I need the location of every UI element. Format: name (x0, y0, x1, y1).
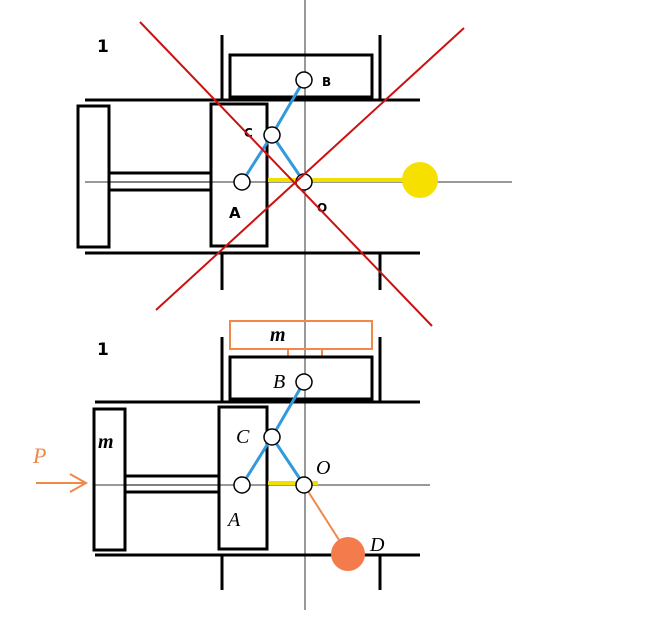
top-yellow-ball (402, 162, 438, 198)
top-link-ca (240, 134, 274, 183)
bottom-figure: 1 m B C O A D m P (32, 320, 430, 590)
top-link-co (270, 134, 306, 183)
bottom-slider-a (217, 405, 269, 551)
force-p-arrowhead (69, 473, 89, 493)
bottom-joint-b (295, 373, 313, 391)
bottom-label-o: O (316, 457, 330, 479)
top-joint-c (263, 126, 281, 144)
bottom-left-plate (92, 407, 127, 552)
top-left-plate (76, 104, 111, 249)
top-figure: 1 B C A O (76, 0, 512, 610)
bottom-joint-a (233, 476, 251, 494)
top-label-c: C (244, 126, 253, 140)
top-label-b: B (322, 75, 331, 89)
top-joint-a (233, 173, 251, 191)
top-mass-box (229, 320, 373, 350)
bottom-label-c: C (236, 426, 250, 448)
bottom-slider-block (228, 355, 374, 401)
bottom-joint-o (295, 476, 313, 494)
top-label-a: A (229, 204, 241, 222)
bottom-link-ca (240, 436, 274, 486)
bottom-figure-number: 1 (97, 340, 109, 360)
top-joint-b (295, 71, 313, 89)
bottom-label-a: A (226, 509, 241, 531)
bottom-label-d: D (369, 534, 385, 556)
bottom-label-p: P (32, 443, 46, 468)
top-figure-number: 1 (97, 37, 109, 57)
top-slider-block (228, 53, 374, 99)
top-link-bc (270, 79, 306, 136)
bottom-label-m-top: m (270, 324, 286, 346)
bottom-label-m-left: m (98, 431, 114, 453)
bottom-link-co (270, 436, 306, 486)
bottom-label-b: B (273, 371, 285, 393)
bottom-joint-c (263, 428, 281, 446)
cross-out-line-2 (155, 27, 465, 311)
top-label-o: O (317, 201, 327, 215)
bottom-link-bc (270, 381, 306, 438)
ball-d (331, 537, 365, 571)
cross-out-line-1 (139, 21, 433, 327)
top-slider-a (209, 102, 269, 248)
